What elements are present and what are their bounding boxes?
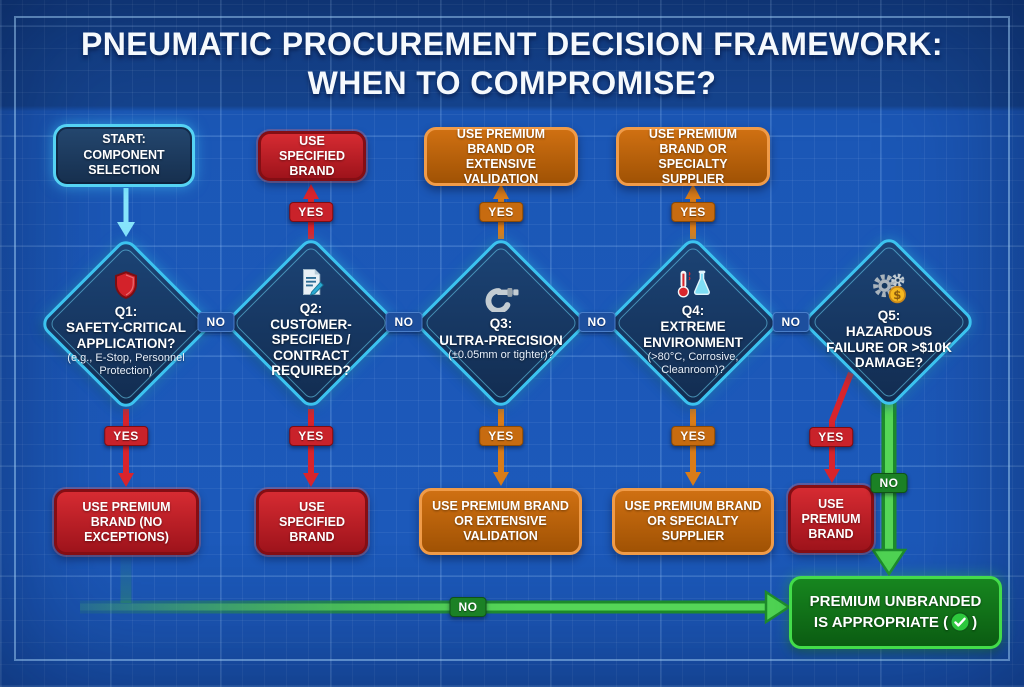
outcome-top-premium-or-specialty: USE PREMIUM BRAND OR SPECIALTY SUPPLIER xyxy=(616,127,770,186)
micrometer-icon xyxy=(482,284,520,315)
no-badge: NO xyxy=(197,312,235,332)
no-badge: NO xyxy=(385,312,423,332)
no-badge: NO xyxy=(578,312,616,332)
decision-node-q2: Q2: CUSTOMER-SPECIFIED / CONTRACT REQUIR… xyxy=(223,235,399,411)
outcome-label: USE PREMIUM BRAND OR EXTENSIVE VALIDATIO… xyxy=(432,499,569,543)
question-id: Q3: xyxy=(489,316,513,332)
final-label: PREMIUM UNBRANDED IS APPROPRIATE ( xyxy=(809,592,982,632)
yes-badge: YES xyxy=(479,202,523,222)
yes-arrow-q3-down xyxy=(493,409,509,486)
question-text: SAFETY-CRITICAL APPLICATION? xyxy=(66,320,186,351)
outcome-label: USE PREMIUM BRAND OR SPECIALTY SUPPLIER xyxy=(648,126,738,186)
yes-badge: YES xyxy=(289,202,333,222)
yes-badge: YES xyxy=(479,426,523,446)
decision-node-q3: Q3: ULTRA-PRECISION (±0.05mm or tighter)… xyxy=(413,235,589,411)
gears-dollar-icon: $ xyxy=(870,273,908,304)
outcome-top-premium-or-validation: USE PREMIUM BRAND OR EXTENSIVE VALIDATIO… xyxy=(424,127,578,186)
outcome-label: USE PREMIUM BRAND OR EXTENSIVE VALIDATIO… xyxy=(456,126,546,186)
yes-badge: YES xyxy=(104,426,148,446)
contract-icon xyxy=(296,267,326,297)
no-badge: NO xyxy=(772,312,810,332)
shield-icon xyxy=(111,270,141,300)
outcome-label: USE PREMIUM BRAND xyxy=(801,496,861,541)
yes-badge: YES xyxy=(289,426,333,446)
outcome-label: USE SPECIFIED BRAND xyxy=(279,133,345,178)
outcome-label: USE PREMIUM BRAND (NO EXCEPTIONS) xyxy=(82,499,171,544)
question-text: EXTREME ENVIRONMENT xyxy=(643,319,743,350)
outcome-bottom-use-premium-brand: USE PREMIUM BRAND xyxy=(788,485,874,553)
question-id: Q4: xyxy=(681,303,705,319)
question-id: Q1: xyxy=(114,304,138,320)
question-id: Q5: xyxy=(877,308,901,324)
title-line-1: PNEUMATIC PROCUREMENT DECISION FRAMEWORK… xyxy=(80,26,943,62)
decision-node-q1: Q1: SAFETY-CRITICAL APPLICATION? (e.g., … xyxy=(38,236,214,412)
outcome-bottom-use-specified-brand: USE SPECIFIED BRAND xyxy=(256,489,368,555)
outcome-bottom-premium-or-specialty: USE PREMIUM BRAND OR SPECIALTY SUPPLIER xyxy=(612,488,774,555)
no-badge: NO xyxy=(449,597,487,617)
svg-text:$: $ xyxy=(893,288,901,302)
blueprint-frame xyxy=(14,16,1010,661)
yes-arrow-q4-down xyxy=(685,409,701,486)
start-node: START: COMPONENT SELECTION xyxy=(53,124,195,187)
yes-arrow-q2-down xyxy=(303,409,319,487)
yes-badge: YES xyxy=(809,427,853,447)
question-text: ULTRA-PRECISION xyxy=(439,332,563,348)
no-badge: NO xyxy=(870,473,908,493)
yes-arrow-q5-down xyxy=(824,371,854,483)
outcome-bottom-premium-no-exceptions: USE PREMIUM BRAND (NO EXCEPTIONS) xyxy=(54,489,199,555)
start-node-label: START: COMPONENT SELECTION xyxy=(83,132,165,178)
final-label-close: ) xyxy=(972,614,978,632)
no-arrow-bottom-green xyxy=(80,557,792,625)
outcome-top-use-specified-brand: USE SPECIFIED BRAND xyxy=(258,131,366,181)
yes-arrow-q1-down xyxy=(118,409,134,487)
decision-node-q4: Q4: EXTREME ENVIRONMENT (>80°C, Corrosiv… xyxy=(605,235,781,411)
thermometer-flask-icon xyxy=(673,269,713,299)
question-detail: (e.g., E-Stop, Personnel Protection) xyxy=(67,351,185,377)
question-text: CUSTOMER-SPECIFIED / CONTRACT REQUIRED? xyxy=(270,317,352,378)
check-circle-icon xyxy=(948,612,972,633)
title-line-2: WHEN TO COMPROMISE? xyxy=(307,65,717,102)
final-outcome-premium-unbranded: PREMIUM UNBRANDED IS APPROPRIATE () xyxy=(789,576,1002,649)
yes-badge: YES xyxy=(671,202,715,222)
outcome-label: USE PREMIUM BRAND OR SPECIALTY SUPPLIER xyxy=(624,499,762,543)
question-detail: (>80°C, Corrosive, Cleanroom)? xyxy=(647,350,739,376)
yes-badge: YES xyxy=(671,426,715,446)
question-id: Q2: xyxy=(299,301,323,317)
question-text: HAZARDOUS FAILURE OR >$10K DAMAGE? xyxy=(826,324,952,370)
page-title: PNEUMATIC PROCUREMENT DECISION FRAMEWORK… xyxy=(0,25,1024,103)
decision-node-q5: $ Q5: HAZARDOUS FAILURE OR >$10K DAMAGE? xyxy=(801,234,977,410)
question-detail: (±0.05mm or tighter)? xyxy=(448,348,554,361)
outcome-bottom-premium-or-validation: USE PREMIUM BRAND OR EXTENSIVE VALIDATIO… xyxy=(419,488,582,555)
arrow-start-to-q1 xyxy=(117,188,135,237)
outcome-label: USE SPECIFIED BRAND xyxy=(279,499,345,544)
